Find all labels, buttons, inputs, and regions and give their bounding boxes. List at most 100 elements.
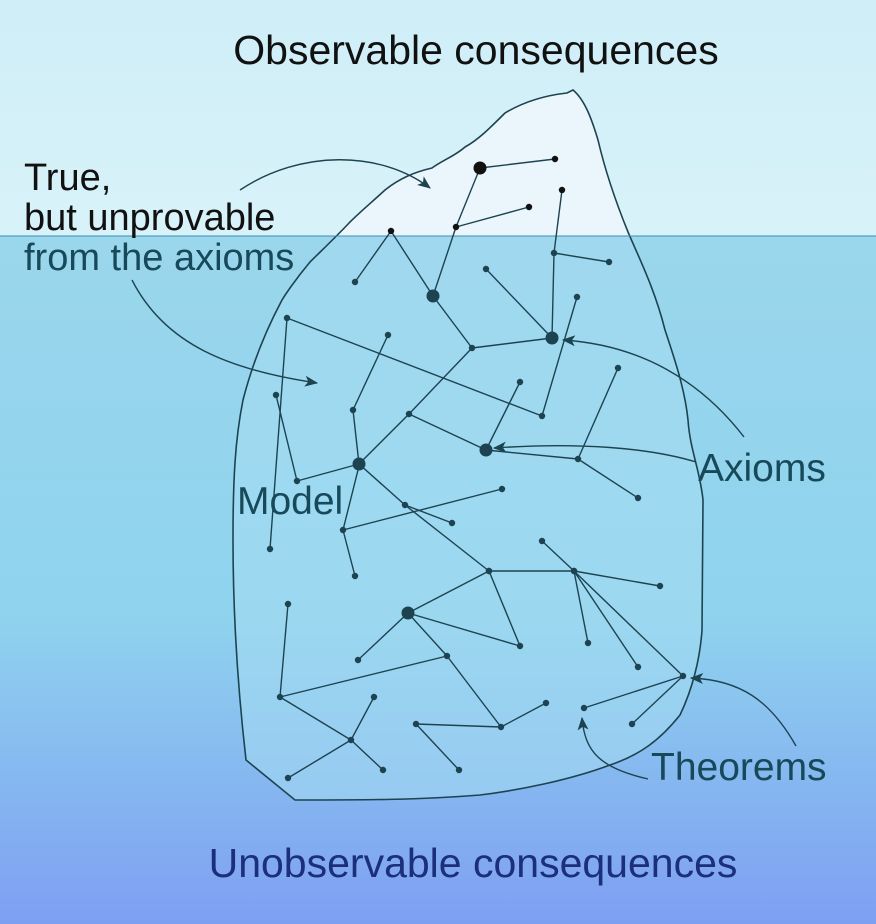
observable-consequences-label: Observable consequences bbox=[233, 27, 718, 73]
graph-edge bbox=[577, 367, 619, 460]
theorem-node bbox=[584, 639, 592, 647]
graph-edge bbox=[432, 226, 457, 297]
axiom-node bbox=[473, 161, 487, 175]
theorem-node bbox=[525, 203, 533, 211]
graph-edge bbox=[553, 189, 563, 254]
theorem-node bbox=[452, 223, 460, 231]
theorem-node bbox=[387, 227, 395, 235]
arrow-to-theorem-right bbox=[689, 673, 797, 747]
theorem-node bbox=[542, 699, 550, 707]
theorem-node bbox=[516, 378, 524, 386]
theorem-node bbox=[634, 663, 642, 671]
graph-edge bbox=[455, 167, 481, 228]
graph-edge bbox=[432, 295, 473, 349]
theorem-node bbox=[538, 412, 546, 420]
graph-edge bbox=[358, 413, 410, 465]
theorem-node bbox=[272, 391, 280, 399]
graph-edge bbox=[577, 458, 639, 499]
theorem-node bbox=[656, 582, 664, 590]
theorem-node bbox=[405, 410, 413, 418]
graph-edge bbox=[358, 463, 406, 506]
graph-edge bbox=[500, 702, 547, 728]
theorem-node bbox=[455, 766, 463, 774]
theorem-node bbox=[379, 766, 387, 774]
arrow-to-unprovable-top bbox=[239, 159, 431, 191]
theorem-node bbox=[570, 567, 578, 575]
graph-edge bbox=[485, 268, 553, 339]
text-labels: Observable consequences True, but unprov… bbox=[24, 27, 827, 886]
graph-edge bbox=[407, 612, 448, 657]
theorem-node bbox=[551, 155, 559, 163]
theorem-node bbox=[349, 406, 357, 414]
graph-edge bbox=[415, 723, 502, 728]
theorem-node bbox=[485, 567, 493, 575]
graph-edge bbox=[404, 504, 453, 524]
graph-edge bbox=[279, 655, 448, 698]
axiom-node bbox=[479, 443, 493, 457]
graph-edge bbox=[573, 570, 684, 677]
graph-edge bbox=[541, 540, 575, 572]
graph-edge bbox=[342, 465, 360, 531]
graph-nodes bbox=[266, 155, 687, 782]
theorem-node bbox=[448, 519, 456, 527]
graph-edge bbox=[357, 612, 409, 661]
graph-edge bbox=[573, 570, 639, 668]
graph-edges bbox=[269, 158, 684, 779]
theorem-node bbox=[558, 186, 566, 194]
theorem-node bbox=[401, 501, 409, 509]
graph-edge bbox=[408, 347, 473, 415]
graph-edge bbox=[287, 739, 352, 779]
theorem-node bbox=[347, 736, 355, 744]
graph-edge bbox=[415, 723, 460, 771]
theorem-node bbox=[628, 720, 636, 728]
theorem-node bbox=[355, 462, 363, 470]
arrow-to-theorem-bottom bbox=[577, 716, 649, 780]
axiom-node bbox=[401, 606, 415, 620]
graph-edge bbox=[541, 296, 578, 417]
theorem-node bbox=[284, 600, 292, 608]
theorem-node bbox=[605, 258, 613, 266]
axiom-node bbox=[426, 289, 440, 303]
theorem-node bbox=[412, 720, 420, 728]
graph-edge bbox=[269, 317, 288, 550]
theorem-node bbox=[550, 249, 558, 257]
graph-edge bbox=[286, 317, 543, 417]
theorem-node bbox=[370, 693, 378, 701]
graph-edge bbox=[296, 463, 360, 482]
graph-edge bbox=[553, 252, 610, 263]
graph-edge bbox=[455, 206, 530, 228]
theorem-node bbox=[679, 672, 687, 680]
theorem-node bbox=[498, 485, 506, 493]
annotation-arrows bbox=[131, 159, 797, 780]
theorem-node bbox=[276, 693, 284, 701]
arrow-to-axiom-upper bbox=[561, 335, 745, 438]
axiom-node bbox=[545, 331, 559, 345]
theorem-node bbox=[516, 642, 524, 650]
graph-edge bbox=[573, 570, 589, 644]
graph-edge bbox=[573, 570, 661, 587]
theorem-node bbox=[384, 331, 392, 339]
graph-edge bbox=[350, 739, 384, 771]
model-label: Model bbox=[237, 480, 343, 523]
arrow-to-unprovable-model bbox=[131, 279, 319, 387]
theorem-node bbox=[538, 537, 546, 545]
graph-edge bbox=[342, 529, 356, 577]
graph-edge bbox=[551, 252, 555, 339]
theorem-node bbox=[634, 494, 642, 502]
theorem-node bbox=[283, 314, 291, 322]
theorems-label: Theorems bbox=[651, 746, 827, 789]
graph-edge bbox=[583, 675, 684, 709]
graph-edge bbox=[408, 413, 487, 451]
theorem-node bbox=[614, 364, 622, 372]
graph-edge bbox=[407, 570, 490, 614]
graph-edge bbox=[352, 409, 360, 465]
graph-edge bbox=[390, 230, 434, 297]
graph-edge bbox=[446, 655, 502, 728]
graph-edge bbox=[279, 603, 289, 698]
theorem-node bbox=[482, 265, 490, 273]
graph-edge bbox=[354, 230, 392, 283]
theorem-node bbox=[351, 278, 359, 286]
graph-edge bbox=[275, 394, 298, 482]
